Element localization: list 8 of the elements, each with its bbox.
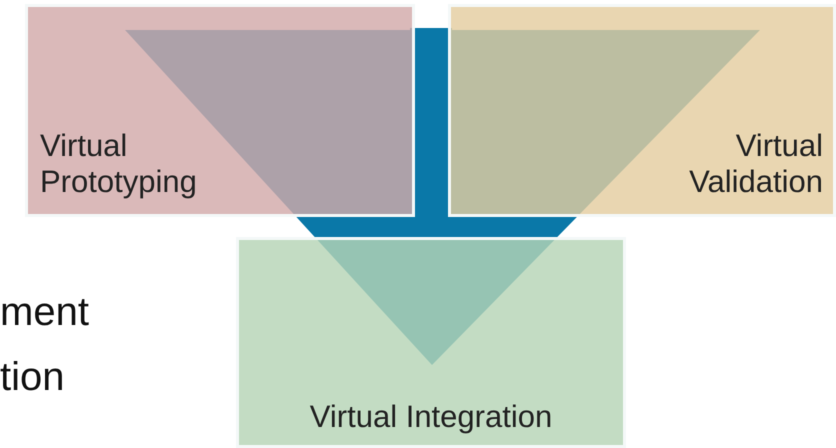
cropped-text: tion	[0, 355, 64, 400]
panel-title: Virtual Prototyping	[40, 128, 198, 200]
panel-title: Virtual Integration	[308, 399, 554, 435]
cropped-text: ment	[0, 290, 89, 335]
panel-title: Virtual Validation	[688, 128, 823, 200]
validation-panel	[448, 4, 836, 217]
integration-panel	[236, 237, 626, 448]
prototyping-panel	[25, 4, 415, 217]
